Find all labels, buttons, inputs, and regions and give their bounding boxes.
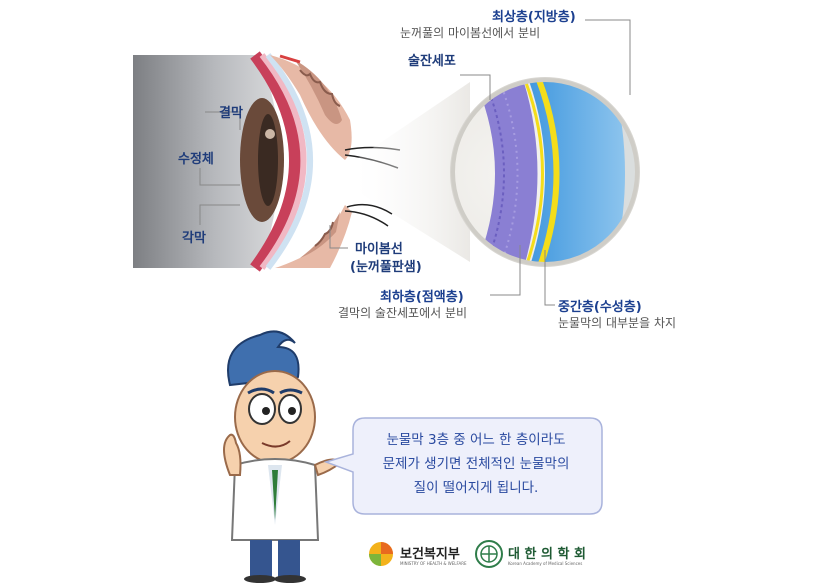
label-goblet-cells: 술잔세포 xyxy=(408,54,456,69)
magnified-tear-film xyxy=(450,77,640,267)
bubble-line-1: 눈물막 3층 중 어느 한 층이라도 xyxy=(386,432,566,448)
label-cornea: 각막 xyxy=(182,231,206,246)
speech-bubble-text: 눈물막 3층 중 어느 한 층이라도 문제가 생기면 전체적인 눈물막의 질이 … xyxy=(360,428,592,500)
label-meibomian: 마이봄선 xyxy=(355,242,403,257)
upper-eyelid xyxy=(270,54,401,169)
label-middle-layer-desc: 눈물막의 대부분을 차지 xyxy=(558,316,677,330)
label-outer-layer: 최상층(지방층) xyxy=(492,10,576,25)
ministry-logo-icon xyxy=(369,542,393,566)
lower-eyelid xyxy=(275,203,393,268)
label-conjunctiva: 결막 xyxy=(219,106,243,121)
speech-bubble-shape xyxy=(323,417,603,515)
label-middle-layer: 중간층(수성층) xyxy=(558,300,642,315)
label-lens: 수정체 xyxy=(178,152,214,167)
bubble-line-2: 문제가 생기면 전체적인 눈물막의 xyxy=(382,456,570,472)
leader-lines xyxy=(199,19,631,306)
label-inner-layer: 최하층(점액층) xyxy=(380,290,464,305)
label-inner-layer-desc: 결막의 술잔세포에서 분비 xyxy=(338,306,468,320)
doctor-character xyxy=(223,330,342,583)
ministry-sub: MINISTRY OF HEALTH & WELFARE xyxy=(400,561,467,566)
academy-sub: Korean Academy of Medical Sciences xyxy=(508,561,583,566)
label-outer-layer-desc: 눈꺼풀의 마이봄선에서 분비 xyxy=(400,26,541,40)
magnify-cone xyxy=(355,82,470,262)
label-meibomian-sub: (눈꺼풀판샘) xyxy=(350,260,422,275)
ministry-name: 보건복지부 xyxy=(400,547,460,562)
eyeball-section xyxy=(133,51,313,272)
academy-seal-icon xyxy=(475,540,503,568)
bubble-line-3: 질이 떨어지게 됩니다. xyxy=(413,480,539,496)
academy-name: 대 한 의 학 회 xyxy=(508,547,586,562)
